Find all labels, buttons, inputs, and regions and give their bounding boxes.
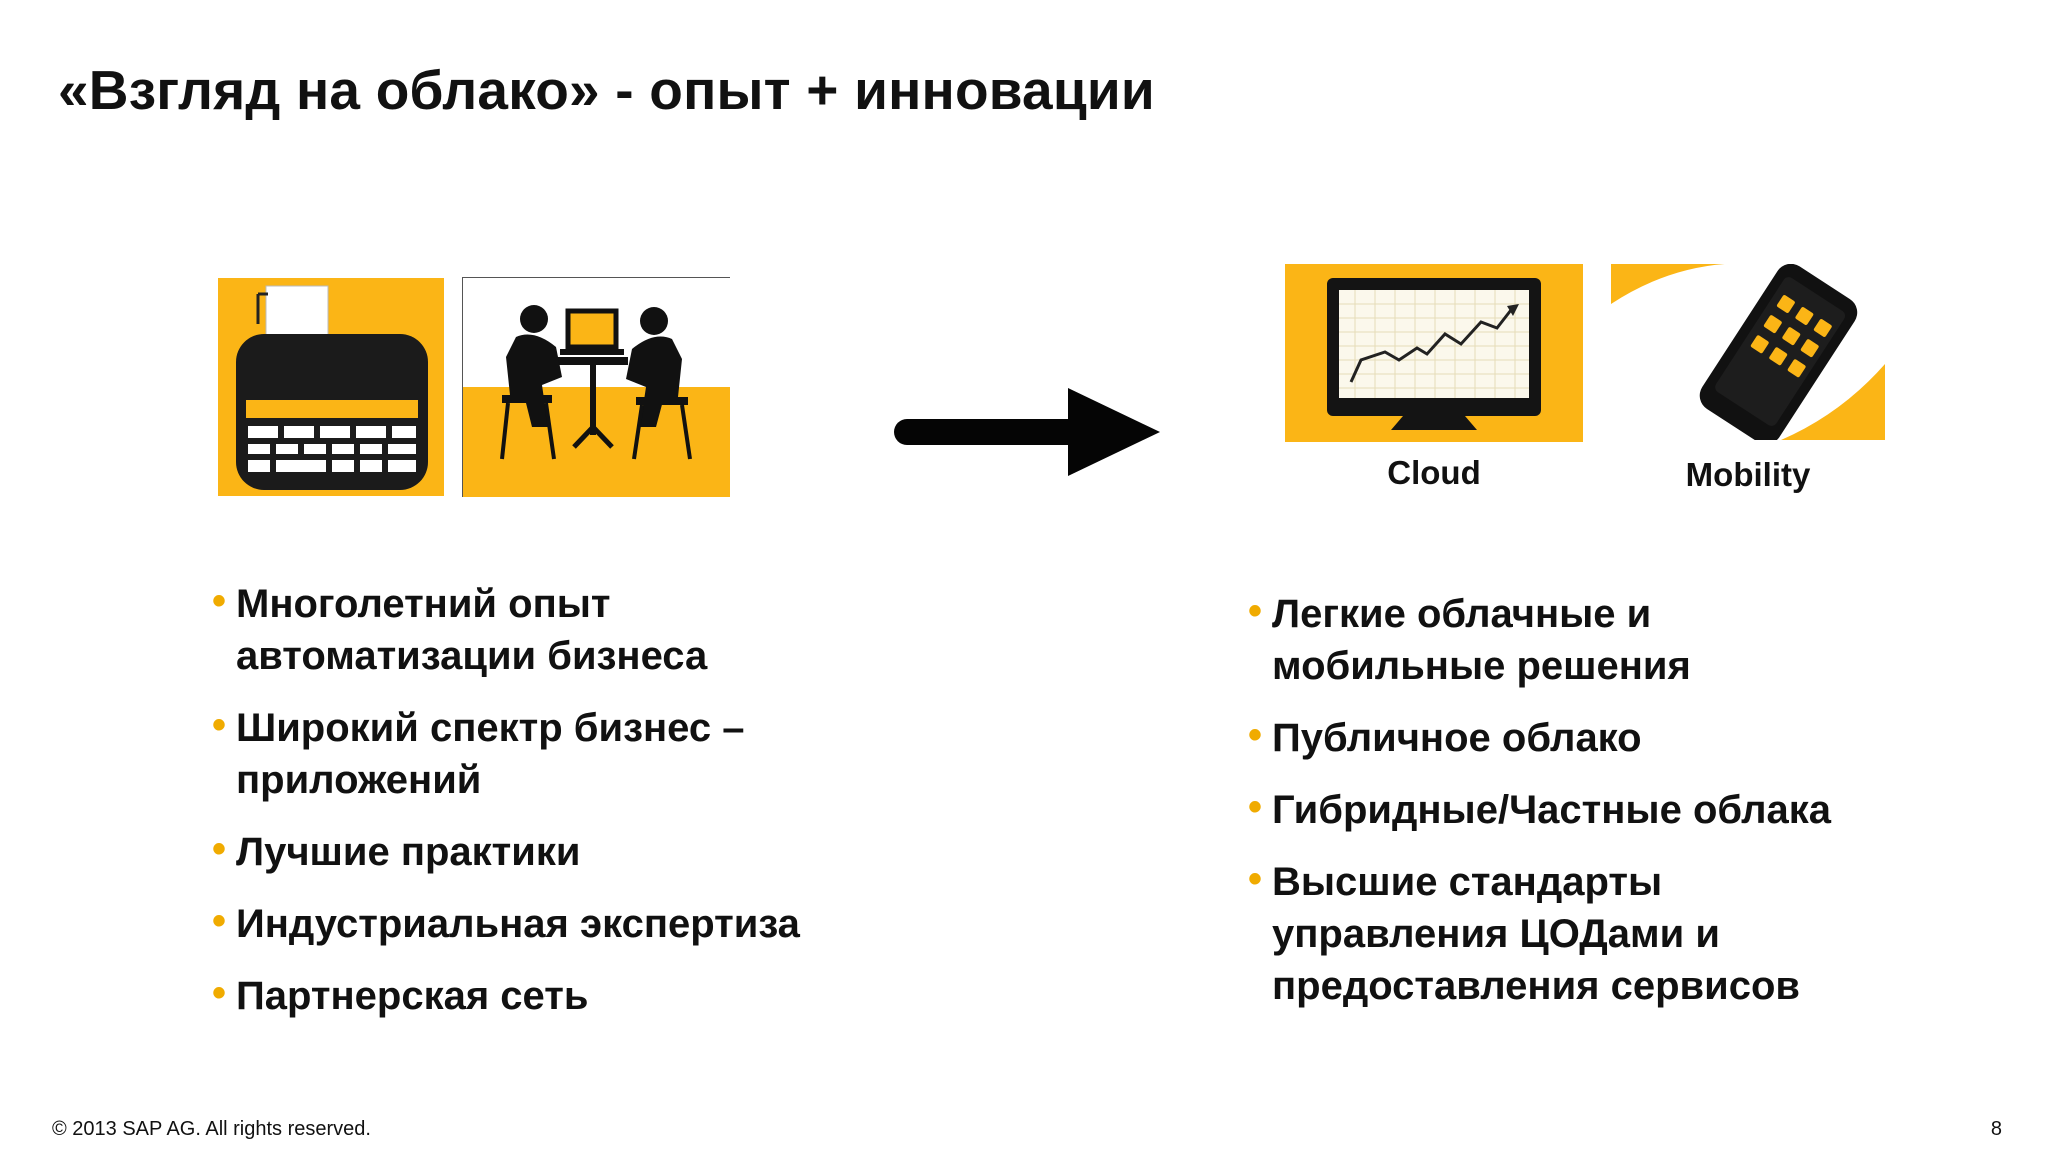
bullet-line: Гибридные/Частные облака	[1272, 788, 1832, 832]
bullet-line: предоставления сервисов	[1272, 964, 1800, 1008]
list-item: • Лучшие практики	[212, 826, 852, 878]
right-arrow-icon	[888, 384, 1160, 478]
list-item: • Широкий спектр бизнес – приложений	[212, 702, 852, 806]
bullet-line: Широкий спектр бизнес –	[236, 706, 745, 750]
bullet-dot: •	[1248, 589, 1263, 633]
list-item: • Публичное облако	[1248, 712, 1948, 764]
bullet-line: автоматизации бизнеса	[236, 634, 708, 678]
bullet-line: приложений	[236, 758, 482, 802]
bullet-line: Легкие облачные и	[1272, 592, 1652, 636]
bullet-line: Высшие стандарты	[1272, 860, 1663, 904]
list-item: • Партнерская сеть	[212, 970, 852, 1022]
smartphone-icon	[1611, 264, 1885, 440]
caption-mobility: Mobility	[1685, 456, 1811, 493]
copyright-footer: © 2013 SAP AG. All rights reserved.	[52, 1118, 371, 1140]
bullet-dot: •	[1248, 785, 1263, 829]
bullet-line: Индустриальная экспертиза	[236, 902, 800, 946]
bullet-dot: •	[212, 827, 227, 871]
list-item: • Многолетний опыт автоматизации бизнеса	[212, 578, 852, 682]
left-bullet-list: • Многолетний опыт автоматизации бизнеса…	[212, 578, 852, 1022]
caption-cloud: Cloud	[1387, 454, 1481, 491]
bullet-dot: •	[212, 899, 227, 943]
list-item: • Высшие стандарты управления ЦОДами и п…	[1248, 856, 1948, 1012]
bullet-line: Партнерская сеть	[236, 974, 589, 1018]
list-item: • Индустриальная экспертиза	[212, 898, 852, 950]
calculator-icon	[218, 278, 444, 496]
bullet-dot: •	[1248, 857, 1263, 901]
meeting-icon	[462, 277, 730, 497]
bullet-line: Публичное облако	[1272, 716, 1642, 760]
page-number: 8	[1990, 1118, 2002, 1140]
list-item: • Гибридные/Частные облака	[1248, 784, 1948, 836]
list-item: • Легкие облачные и мобильные решения	[1248, 588, 1948, 692]
slide-title: «Взгляд на облако» - опыт + инновации	[58, 59, 1155, 121]
bullet-dot: •	[212, 579, 227, 623]
bullet-line: управления ЦОДами и	[1272, 912, 1720, 956]
monitor-chart-icon	[1285, 264, 1583, 442]
bullet-line: мобильные решения	[1272, 644, 1691, 688]
bullet-line: Многолетний опыт	[236, 582, 611, 626]
bullet-dot: •	[1248, 713, 1263, 757]
bullet-dot: •	[212, 971, 227, 1015]
bullet-line: Лучшие практики	[236, 830, 581, 874]
bullet-dot: •	[212, 703, 227, 747]
right-bullet-list: • Легкие облачные и мобильные решения • …	[1248, 588, 1948, 1012]
